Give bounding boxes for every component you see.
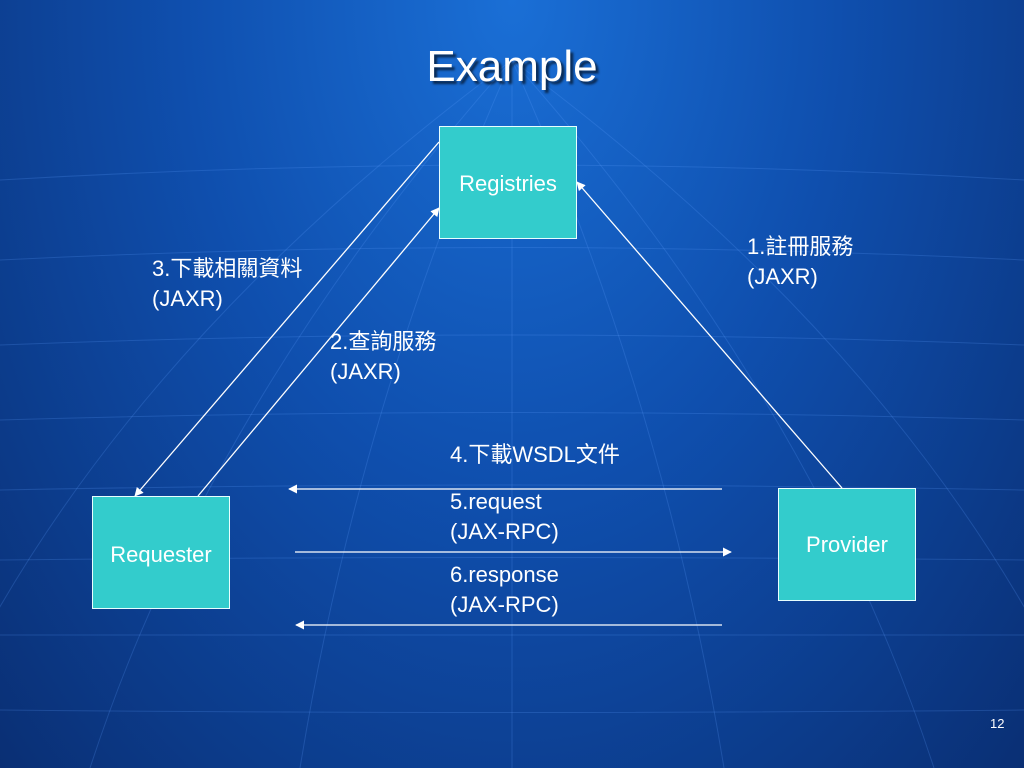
- edge-query-text: 2.查詢服務: [330, 329, 437, 354]
- arrow-register: [576, 181, 843, 489]
- edge-response-text: 6.response: [450, 562, 559, 587]
- requester-label: Requester: [110, 542, 212, 567]
- edge-label-response: 6.response (JAX-RPC): [450, 560, 559, 620]
- registries-label: Registries: [459, 171, 557, 196]
- edge-request-text: 5.request: [450, 489, 542, 514]
- edge-label-query: 2.查詢服務 (JAXR): [330, 327, 436, 387]
- edge-label-download-wsdl: 4.下載WSDL文件: [450, 440, 620, 470]
- registries-node: Registries: [439, 126, 577, 239]
- arrow-download-data: [134, 141, 440, 497]
- edge-register-text: 1.註冊服務: [747, 234, 854, 259]
- edge-query-protocol: (JAXR): [330, 359, 401, 384]
- requester-node: Requester: [92, 496, 230, 609]
- edge-request-protocol: (JAX-RPC): [450, 519, 559, 544]
- edge-download-data-protocol: (JAXR): [152, 286, 223, 311]
- edge-download-wsdl-text: 4.下載WSDL文件: [450, 442, 620, 467]
- edge-label-request: 5.request (JAX-RPC): [450, 487, 559, 547]
- edge-label-download-data: 3.下載相關資料 (JAXR): [152, 254, 302, 314]
- page-number: 12: [990, 716, 1005, 731]
- edge-register-protocol: (JAXR): [747, 264, 818, 289]
- edge-response-protocol: (JAX-RPC): [450, 592, 559, 617]
- edge-label-register: 1.註冊服務 (JAXR): [747, 232, 853, 292]
- arrow-query: [197, 207, 440, 497]
- edge-download-data-text: 3.下載相關資料: [152, 256, 303, 281]
- slide-title: Example: [426, 42, 598, 91]
- provider-label: Provider: [806, 532, 888, 557]
- provider-node: Provider: [778, 488, 916, 601]
